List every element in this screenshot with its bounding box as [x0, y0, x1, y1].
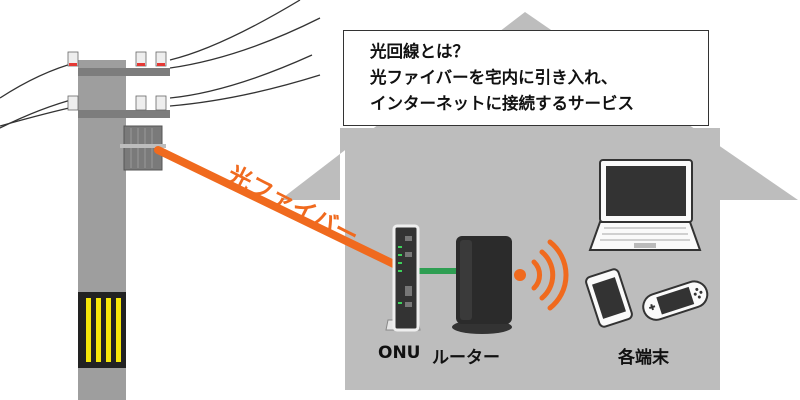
smartphone-icon — [585, 268, 633, 328]
caption-line-1: 光回線とは？ — [370, 42, 469, 61]
laptop-icon — [588, 159, 702, 251]
onu-label: ONU — [378, 343, 421, 363]
overhead-wires — [0, 0, 321, 129]
wifi-signal-icon — [514, 239, 569, 311]
onu-icon — [385, 224, 421, 332]
devices-label: 各端末 — [618, 348, 669, 368]
lan-cable — [418, 268, 460, 274]
fiber-cable — [154, 146, 406, 272]
pole-guard-icon — [78, 292, 126, 368]
caption-line-2: 光ファイバーを宅内に引き入れ、 — [370, 68, 618, 87]
caption-line-3: インターネットに接続するサービス — [370, 94, 634, 113]
game-console-icon — [642, 280, 709, 321]
router-icon — [452, 236, 512, 334]
utility-pole-icon — [67, 51, 170, 400]
caption-box: 光回線とは？ 光ファイバーを宅内に引き入れ、 インターネットに接続するサービス — [343, 30, 709, 126]
router-label: ルーター — [432, 348, 500, 368]
